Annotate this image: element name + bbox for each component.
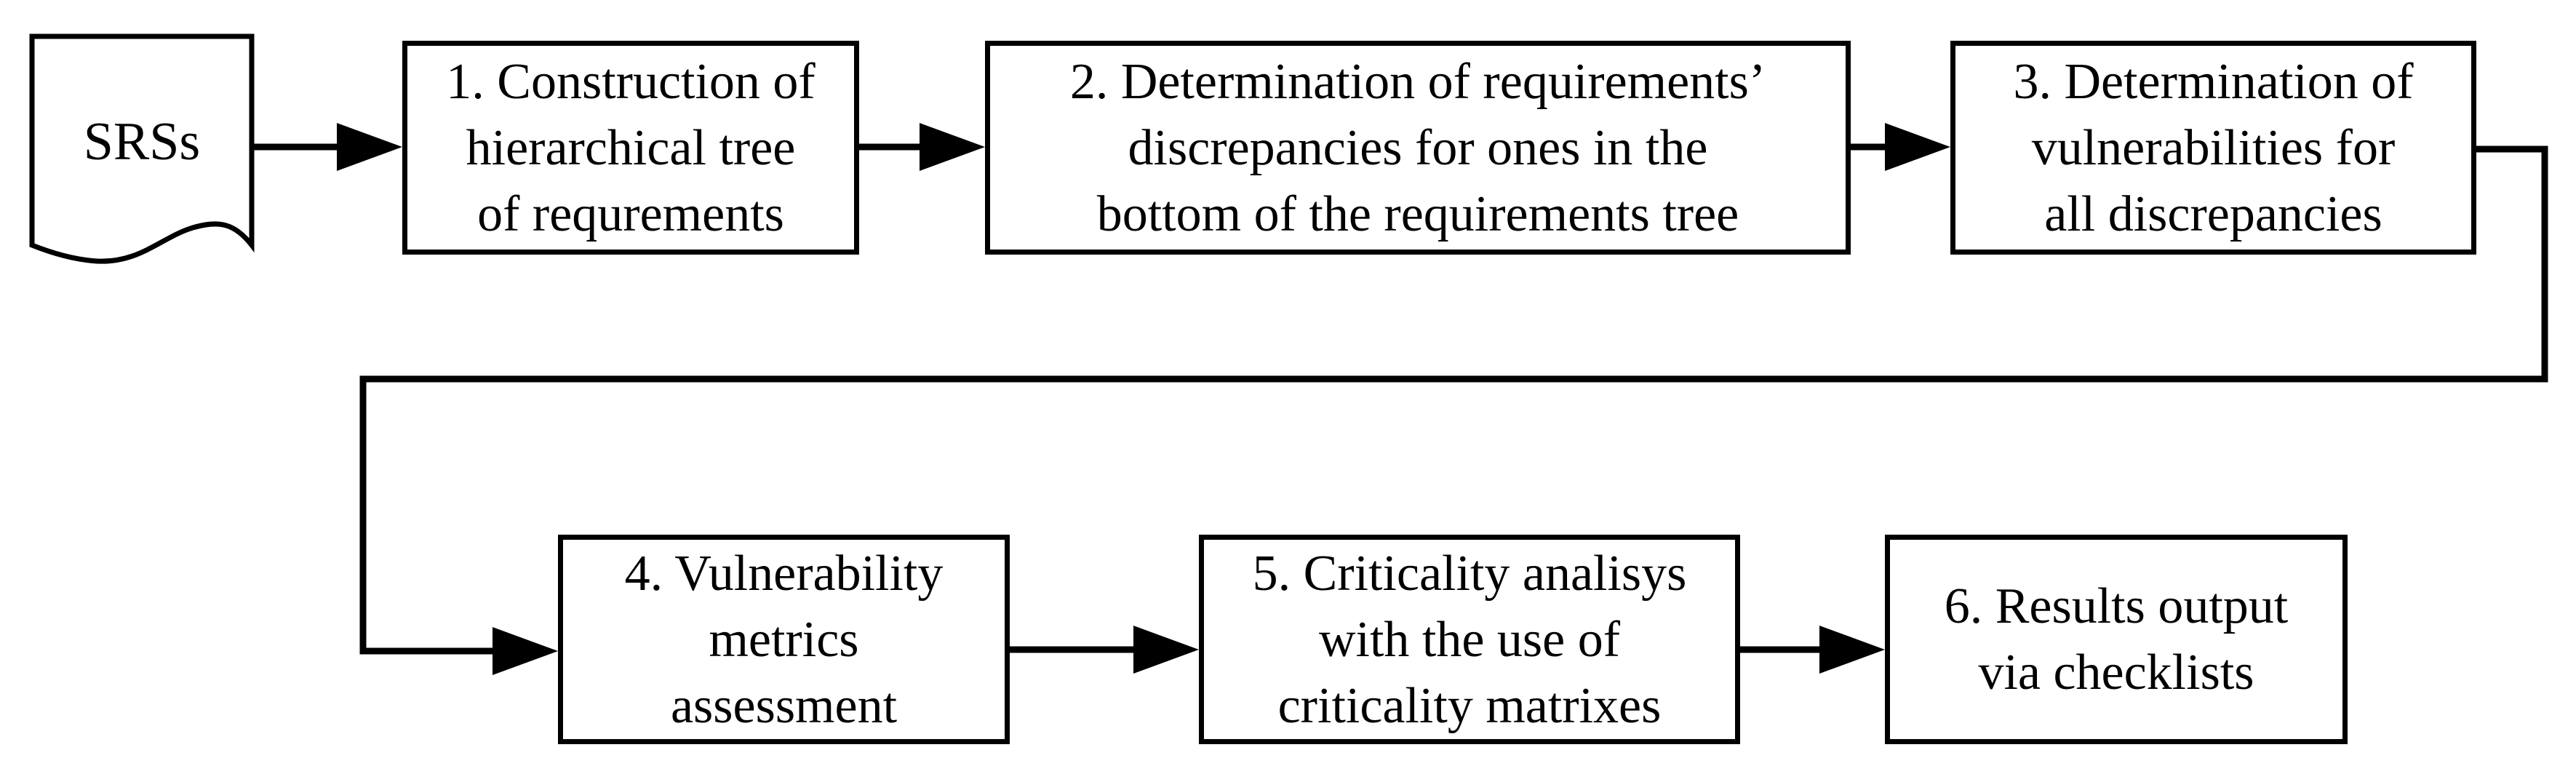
step-box-4: 4. Vulnerability metrics assessment	[558, 535, 1010, 744]
step-box-2-label: 2. Determination of requirements’ discre…	[1069, 53, 1766, 242]
step-box-5-label: 5. Criticality analisys with the use of …	[1252, 545, 1687, 734]
step-box-5: 5. Criticality analisys with the use of …	[1199, 535, 1740, 744]
arrow-head-icon	[337, 123, 402, 171]
arrow-head-icon	[1133, 626, 1199, 674]
step-box-3-label: 3. Determination of vulnerabilities for …	[2013, 53, 2414, 242]
step-box-3: 3. Determination of vulnerabilities for …	[1950, 41, 2476, 255]
arrow-head-icon	[1819, 626, 1885, 674]
arrow-head-icon	[1885, 123, 1950, 171]
connector-line-3-to-4	[359, 145, 2548, 655]
step-box-4-label: 4. Vulnerability metrics assessment	[624, 545, 944, 734]
step-box-6-label: 6. Results output via checklists	[1944, 578, 2289, 701]
arrow-head-icon	[920, 123, 985, 171]
step-box-1-label: 1. Construction of hierarchical tree of …	[446, 53, 816, 242]
document-shape	[29, 33, 255, 264]
step-box-6: 6. Results output via checklists	[1885, 535, 2348, 744]
source-document-label: SRSs	[83, 111, 201, 172]
step-box-1: 1. Construction of hierarchical tree of …	[402, 41, 859, 255]
step-box-2: 2. Determination of requirements’ discre…	[985, 41, 1851, 255]
arrow-head-icon	[493, 627, 558, 675]
